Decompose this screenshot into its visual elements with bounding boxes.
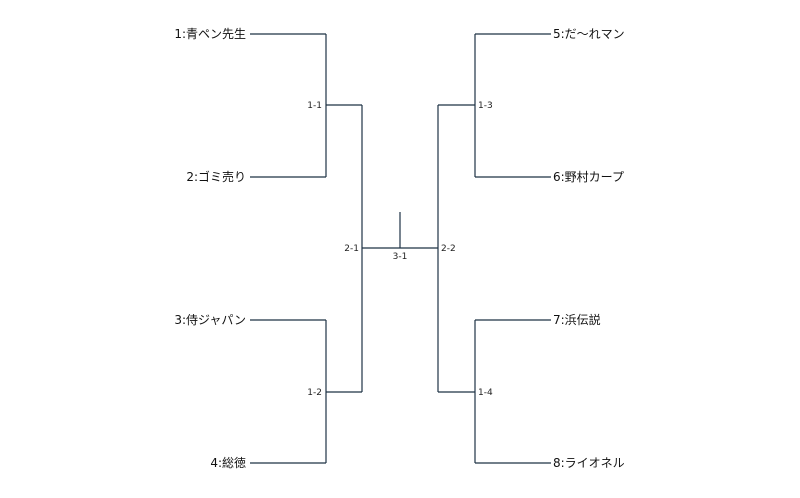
player-8-name: 8:ライオネル: [553, 456, 625, 470]
player-5-name: 5:だ〜れマン: [553, 27, 625, 41]
match-label-1-2: 1-2: [307, 388, 322, 398]
player-7-name: 7:浜伝説: [553, 312, 601, 327]
player-2-name: 2:ゴミ売り: [186, 169, 246, 184]
match-label-1-1: 1-1: [307, 101, 322, 111]
left-bracket-lines: [250, 33, 400, 464]
match-label-final: 3-1: [393, 252, 408, 262]
right-bracket-lines: [400, 33, 551, 464]
player-4-name: 4:総徳: [210, 455, 246, 470]
player-1-name: 1:青ペン先生: [174, 27, 246, 41]
player-6-name: 6:野村カープ: [553, 170, 624, 184]
match-label-1-3: 1-3: [478, 101, 493, 111]
match-label-1-4: 1-4: [478, 388, 493, 398]
match-label-2-1: 2-1: [344, 244, 359, 254]
player-3-name: 3:侍ジャパン: [174, 313, 246, 327]
match-label-2-2: 2-2: [441, 244, 456, 254]
